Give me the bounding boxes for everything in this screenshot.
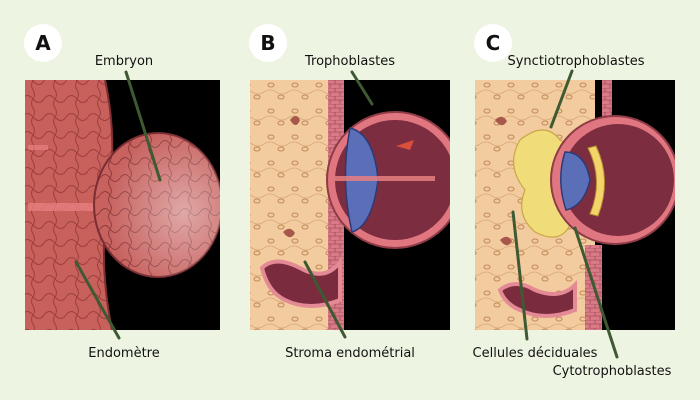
badge-a-letter: A bbox=[35, 31, 51, 55]
panel-a bbox=[25, 80, 220, 330]
badge-b-circle bbox=[249, 24, 287, 62]
cytotrophoblast-layer bbox=[587, 145, 606, 217]
badge-a: A bbox=[24, 24, 62, 62]
pointer-cyto bbox=[573, 226, 619, 359]
label-embryon: Embryon bbox=[95, 54, 153, 69]
badge-c-letter: C bbox=[486, 31, 501, 55]
inner-cell-mass-c bbox=[560, 151, 591, 211]
label-stroma: Stroma endométrial bbox=[285, 346, 415, 361]
pointer-stroma bbox=[303, 260, 347, 339]
pointer-trophoblastes bbox=[350, 70, 374, 106]
label-deciduales: Cellules déciduales bbox=[473, 346, 598, 361]
panel-b bbox=[250, 80, 450, 330]
pointer-deciduales bbox=[511, 210, 529, 341]
badge-a-circle bbox=[24, 24, 62, 62]
label-endometre: Endomètre bbox=[88, 346, 159, 361]
uterine-gland bbox=[259, 256, 342, 308]
badge-b: B bbox=[249, 24, 287, 62]
label-synctio: Synctiotrophoblastes bbox=[507, 54, 644, 69]
label-trophoblastes: Trophoblastes bbox=[304, 54, 395, 69]
badge-b-letter: B bbox=[260, 31, 275, 55]
pointer-embryon bbox=[124, 70, 162, 182]
badge-c: C bbox=[474, 24, 512, 62]
pointer-endometre bbox=[74, 260, 121, 340]
pointer-synctio bbox=[549, 69, 574, 129]
panel-c bbox=[475, 80, 675, 330]
pointer-lines bbox=[74, 69, 619, 359]
badge-c-circle bbox=[474, 24, 512, 62]
label-cyto: Cytotrophoblastes bbox=[553, 364, 672, 379]
